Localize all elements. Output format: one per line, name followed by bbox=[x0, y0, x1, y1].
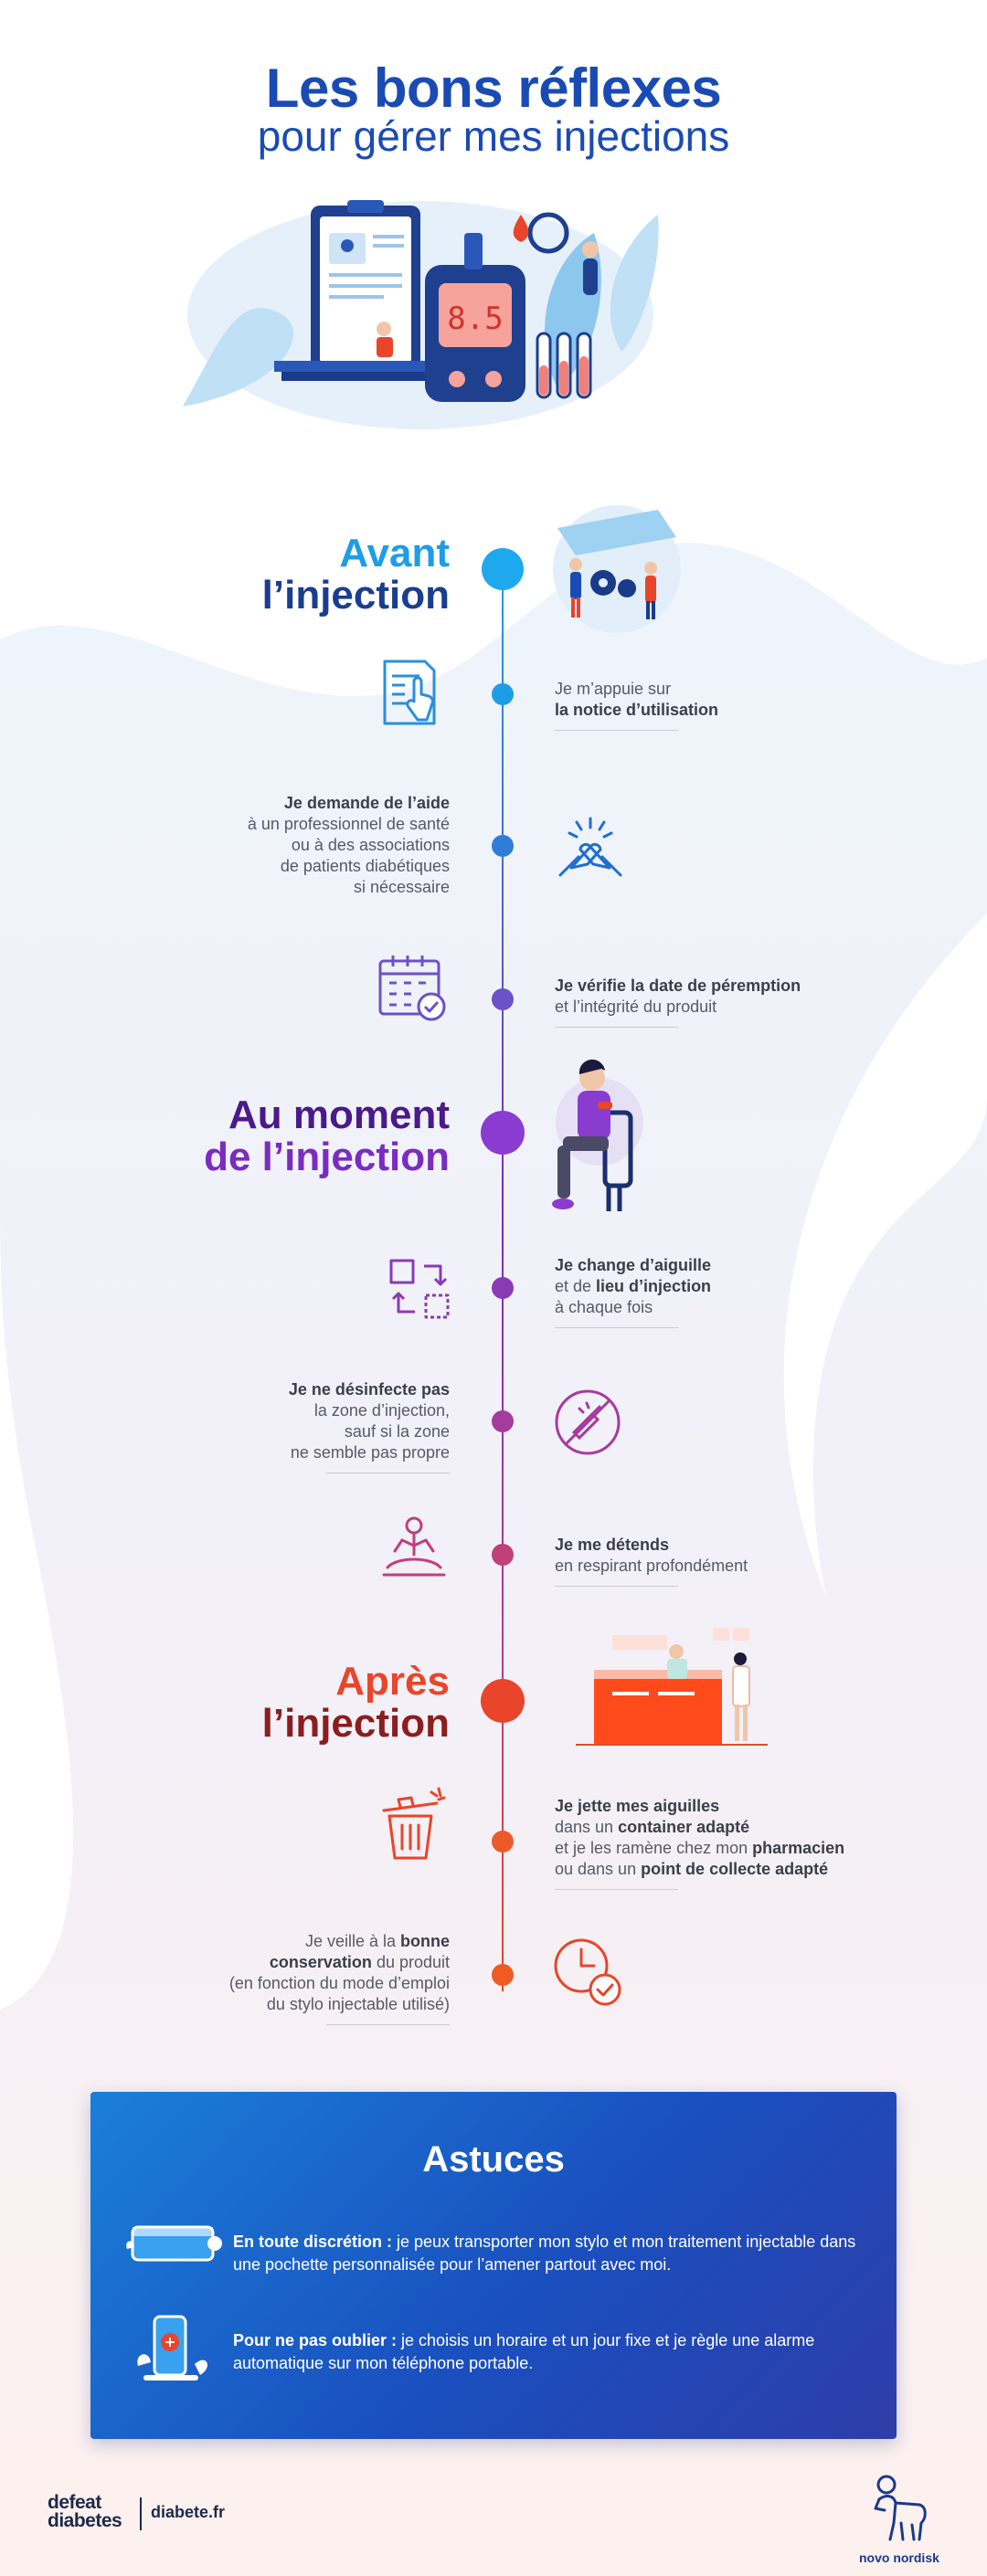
tip2-bold: Pour ne pas oublier : bbox=[233, 2331, 398, 2349]
timeline-dot-aiguille bbox=[492, 1277, 514, 1299]
step-jette-bold2: container adapté bbox=[618, 1818, 750, 1836]
step-aide-line1: à un professionnel de santé bbox=[247, 815, 450, 833]
step-date-bold: Je vérifie la date de péremption bbox=[555, 977, 801, 995]
tip-discretion: En toute discrétion : je peux transporte… bbox=[233, 2231, 873, 2276]
site-link[interactable]: diabete.fr bbox=[151, 2503, 226, 2521]
handshake-icon bbox=[558, 817, 622, 877]
tip-oublier: Pour ne pas oublier : je choisis un hora… bbox=[233, 2329, 873, 2375]
section-moment-line1: Au moment bbox=[228, 1093, 450, 1137]
step-conservation-line3: (en fonction du mode d’emploi bbox=[228, 1974, 450, 1992]
novo-nordisk-bull-icon bbox=[874, 2475, 927, 2541]
step-desinfecte-line1: la zone d’injection, bbox=[313, 1401, 450, 1420]
step-conservation-line4: du stylo injectable utilisé) bbox=[266, 1995, 450, 2013]
step-detends: Je me détends en respirant profondément bbox=[555, 1535, 902, 1587]
footer-separator bbox=[140, 2497, 142, 2530]
step-conservation-text1: Je veille à la bbox=[304, 1932, 400, 1950]
defeat-diabetes-logo: defeat diabetes bbox=[48, 2492, 122, 2531]
step-desinfecte-bold: Je ne désinfecte pas bbox=[288, 1380, 450, 1399]
person-injecting-illustration bbox=[552, 1059, 643, 1211]
step-jette-bold4: point de collecte adapté bbox=[641, 1860, 829, 1878]
step-desinfecte: Je ne désinfecte pas la zone d’injection… bbox=[157, 1379, 450, 1473]
step-conservation: Je veille à la bonne conservation du pro… bbox=[157, 1931, 450, 2025]
step-aide: Je demande de l’aide à un professionnel … bbox=[157, 793, 450, 898]
step-desinfecte-line2: sauf si la zone bbox=[344, 1422, 450, 1441]
section-avant-line1: Avant bbox=[339, 531, 450, 575]
step-jette-bold1: Je jette mes aiguilles bbox=[555, 1797, 720, 1815]
timeline-dot-detends bbox=[492, 1544, 514, 1566]
calendar-check-icon bbox=[378, 955, 446, 1021]
tips-title: Astuces bbox=[422, 2139, 565, 2180]
defeat-logo-line1: defeat bbox=[48, 2492, 101, 2513]
step-notice: Je m’appuie sur la notice d’utilisation bbox=[555, 679, 902, 731]
pharmacy-illustration bbox=[576, 1628, 768, 1746]
step-jette: Je jette mes aiguilles dans un container… bbox=[555, 1796, 902, 1890]
step-aide-line2: ou à des associations bbox=[291, 836, 450, 854]
timeline-dot-avant bbox=[482, 548, 524, 590]
section-apres-line2: l’injection bbox=[261, 1701, 450, 1746]
phone-alarm-icon bbox=[137, 2315, 207, 2381]
section-apres-line1: Après bbox=[335, 1659, 450, 1704]
document-touch-icon bbox=[383, 660, 436, 725]
tips-box: Astuces En toute discrétion : je peux tr… bbox=[90, 2092, 897, 2439]
section-avant-line2: l’injection bbox=[261, 573, 450, 618]
hero-illustration: 8.5 bbox=[183, 200, 659, 429]
step-conservation-bold1: bonne bbox=[400, 1932, 450, 1950]
step-conservation-bold2: conservation bbox=[269, 1953, 372, 1971]
step-notice-bold: la notice d’utilisation bbox=[555, 701, 719, 719]
timeline-dot-conservation bbox=[492, 1964, 514, 1986]
clock-check-icon bbox=[554, 1938, 621, 2006]
step-notice-text: Je m’appuie sur bbox=[555, 680, 672, 698]
step-jette-text1: dans un bbox=[555, 1818, 619, 1836]
step-detends-bold: Je me détends bbox=[555, 1536, 670, 1554]
timeline-dot-apres bbox=[481, 1679, 525, 1723]
defeat-logo-line2: diabetes bbox=[48, 2510, 122, 2531]
tip2-text: je choisis un horaire et un jour fixe et… bbox=[233, 2331, 815, 2372]
step-conservation-text2: du produit bbox=[371, 1953, 450, 1971]
step-aide-line4: si nécessaire bbox=[353, 878, 450, 896]
step-desinfecte-line3: ne semble pas propre bbox=[290, 1443, 450, 1462]
people-gears-illustration bbox=[553, 505, 681, 633]
step-aiguille-text2: à chaque fois bbox=[555, 1298, 653, 1316]
tip1-bold: En toute discrétion : bbox=[233, 2233, 393, 2251]
step-date-text: et l’intégrité du produit bbox=[555, 998, 717, 1016]
step-jette-text2: et je les ramène chez mon bbox=[555, 1839, 753, 1857]
meter-reading: 8.5 bbox=[447, 301, 503, 337]
step-aide-line3: de patients diabétiques bbox=[280, 857, 450, 875]
step-detends-text: en respirant profondément bbox=[555, 1557, 748, 1575]
page-title: Les bons réflexes bbox=[265, 58, 722, 119]
meditation-icon bbox=[382, 1516, 446, 1577]
timeline-dot-moment bbox=[481, 1111, 525, 1155]
step-aiguille-text1: et de bbox=[555, 1277, 597, 1295]
step-date: Je vérifie la date de péremption et l’in… bbox=[555, 976, 902, 1028]
timeline-dot-notice bbox=[492, 683, 514, 705]
section-moment-line2: de l’injection bbox=[204, 1135, 450, 1179]
page-subtitle: pour gérer mes injections bbox=[257, 112, 730, 160]
trash-bin-icon bbox=[382, 1787, 446, 1860]
step-jette-bold3: pharmacien bbox=[752, 1839, 845, 1857]
tip1-text: je peux transporter mon stylo et mon tra… bbox=[233, 2233, 856, 2274]
step-aiguille: Je change d’aiguille et de lieu d’inject… bbox=[555, 1255, 902, 1328]
step-aide-bold: Je demande de l’aide bbox=[283, 794, 450, 812]
timeline-dot-date bbox=[492, 988, 514, 1010]
section-heading-moment: Au moment de l’injection bbox=[204, 1094, 450, 1178]
section-heading-apres: Après l’injection bbox=[262, 1661, 450, 1745]
novo-nordisk-logo: novo nordisk bbox=[859, 2550, 939, 2565]
step-jette-text3: ou dans un bbox=[555, 1860, 642, 1878]
pouch-icon bbox=[126, 2225, 222, 2262]
timeline-dot-aide bbox=[492, 835, 514, 857]
no-disinfect-icon bbox=[555, 1389, 621, 1455]
step-aiguille-bold1: Je change d’aiguille bbox=[555, 1256, 712, 1274]
section-heading-avant: Avant l’injection bbox=[262, 533, 450, 617]
timeline-dot-jette bbox=[492, 1831, 514, 1853]
step-aiguille-bold2: lieu d’injection bbox=[596, 1277, 712, 1295]
timeline-dot-desinfecte bbox=[492, 1410, 514, 1432]
swap-location-icon bbox=[389, 1259, 450, 1319]
